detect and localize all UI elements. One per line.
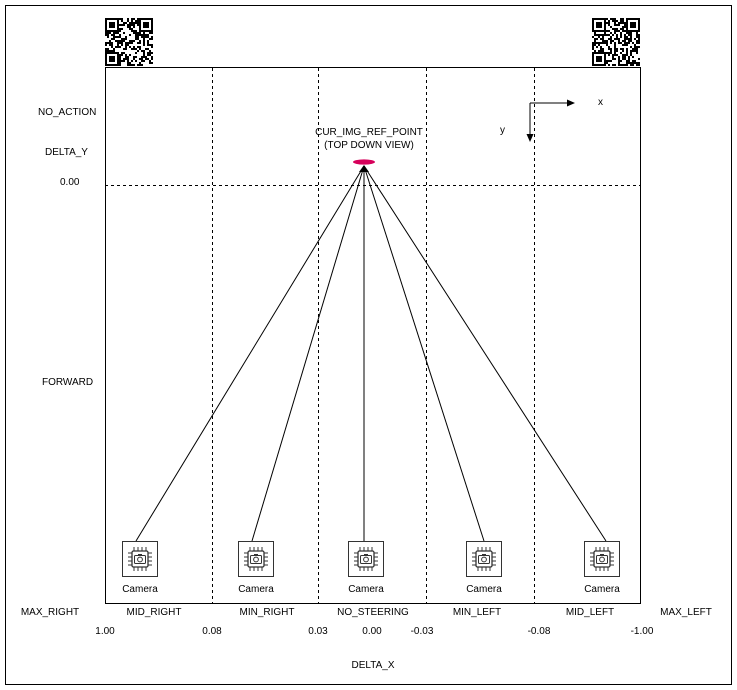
qr-code-icon: [105, 18, 153, 66]
plot-box: [105, 67, 641, 604]
link-line-4: [363, 165, 485, 542]
qr-pattern: [105, 18, 153, 66]
delta-x-value-2: 0.08: [202, 626, 222, 637]
ref-arrowhead: [359, 165, 369, 172]
x-arrowhead: [567, 99, 575, 107]
delta-x-value-3: 0.03: [308, 626, 328, 637]
link-line-2: [251, 165, 365, 542]
forward-label: FORWARD: [42, 377, 94, 388]
y-axis-label: y: [500, 125, 505, 136]
camera-chip-icon: [238, 541, 274, 577]
delta-x-value-6: -0.08: [527, 626, 551, 637]
steering-label-max-left: MAX_LEFT: [660, 607, 712, 618]
link-line-1: [135, 165, 365, 542]
steering-label-mid-left: MID_LEFT: [565, 607, 615, 618]
camera-label: Camera: [466, 584, 502, 595]
camera-label: Camera: [348, 584, 384, 595]
delta-y-zero-value: 0.00: [60, 177, 80, 188]
camera-label: Camera: [584, 584, 620, 595]
ref-point-marker: [353, 159, 375, 165]
steering-label-mid-right: MID_RIGHT: [126, 607, 182, 618]
delta-x-axis-title: DELTA_X: [351, 660, 395, 671]
ref-point-subtitle: (TOP DOWN VIEW): [324, 140, 414, 151]
ref-point-title: CUR_IMG_REF_POINT: [315, 127, 423, 138]
camera-label: Camera: [122, 584, 158, 595]
qr-pattern: [592, 18, 640, 66]
delta-x-value-1: 1.00: [95, 626, 115, 637]
steering-label-min-left: MIN_LEFT: [452, 607, 502, 618]
camera-chip-icon: [348, 541, 384, 577]
x-axis-label: x: [598, 97, 603, 108]
y-arrowhead: [526, 134, 534, 142]
delta-y-label: DELTA_Y: [45, 147, 88, 158]
no-action-label: NO_ACTION: [38, 107, 97, 118]
delta-x-value-4: 0.00: [362, 626, 382, 637]
link-line-5: [363, 165, 607, 542]
camera-label: Camera: [238, 584, 274, 595]
steering-label-no-steering: NO_STEERING: [337, 607, 409, 618]
delta-x-value-7: -1.00: [630, 626, 654, 637]
camera-chip-icon: [122, 541, 158, 577]
qr-code-icon: [592, 18, 640, 66]
camera-chip-icon: [584, 541, 620, 577]
outer-frame: [5, 5, 732, 685]
delta-x-value-5: -0.03: [410, 626, 434, 637]
steering-label-max-right: MAX_RIGHT: [20, 607, 80, 618]
camera-chip-icon: [466, 541, 502, 577]
steering-label-min-right: MIN_RIGHT: [239, 607, 295, 618]
